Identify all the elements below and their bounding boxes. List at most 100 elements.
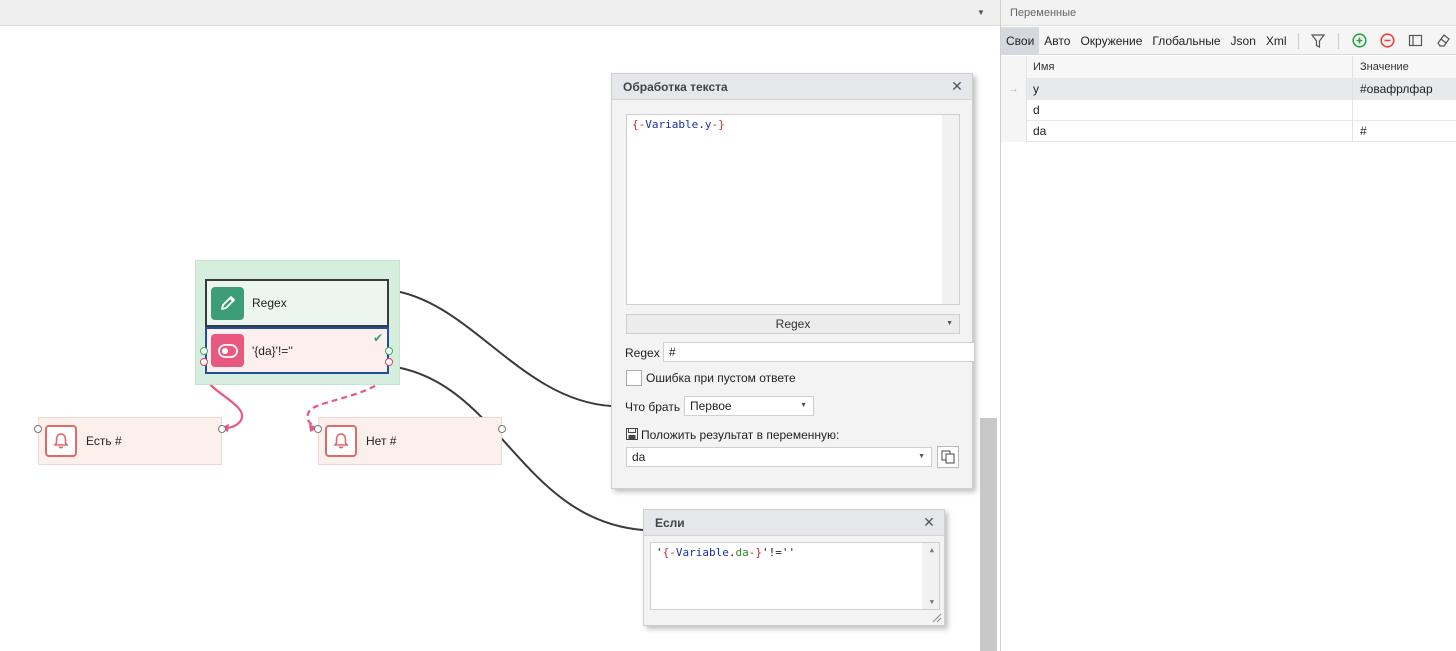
resize-grip-icon[interactable] xyxy=(930,611,942,623)
table-row[interactable]: → y #овафрлфар xyxy=(1001,79,1456,100)
notify-yes-node[interactable]: Есть # xyxy=(38,417,222,465)
editor-line: {-Variable.y-} xyxy=(627,115,959,134)
dialog-title: Обработка текста xyxy=(623,79,728,94)
condition-editor[interactable]: '{-Variable.da-}'!='' ▲ ▼ xyxy=(650,542,940,610)
editor-scrollbar[interactable] xyxy=(942,115,959,304)
variables-tabbar: Свои Авто Окружение Глобальные Json Xml xyxy=(1001,26,1456,55)
dialog-title: Если xyxy=(655,515,685,530)
toolbar-divider xyxy=(1297,32,1299,49)
if-condition-dialog: Если ✕ '{-Variable.da-}'!='' ▲ ▼ xyxy=(643,509,945,626)
canvas-scrollbar-thumb[interactable] xyxy=(980,418,997,651)
code-token: -} xyxy=(748,546,762,559)
notify-yes-output-port[interactable] xyxy=(218,425,226,433)
code-token: Variable xyxy=(675,546,729,559)
bell-icon xyxy=(325,425,357,457)
variable-value-cell[interactable]: # xyxy=(1360,124,1367,138)
chevron-up-icon[interactable]: ▲ xyxy=(929,546,934,554)
table-row[interactable]: d xyxy=(1001,100,1456,121)
variables-table: Имя Значение → y #овафрлфар d da # xyxy=(1001,56,1456,142)
error-port[interactable] xyxy=(200,358,208,366)
notify-yes-input-port[interactable] xyxy=(34,425,42,433)
row-indicator xyxy=(1001,100,1027,121)
code-token: . xyxy=(698,118,705,131)
text-input-editor[interactable]: {-Variable.y-} xyxy=(626,114,960,305)
add-variable-icon[interactable] xyxy=(1350,32,1368,50)
tab-json[interactable]: Json xyxy=(1230,33,1256,48)
if-action-node[interactable]: '{da}'!='' ✔ xyxy=(205,327,389,374)
code-token: -} xyxy=(711,118,725,131)
table-row[interactable]: da # xyxy=(1001,121,1456,142)
processing-mode-value: Regex xyxy=(775,317,811,331)
save-icon xyxy=(626,428,638,440)
variable-value-cell[interactable] xyxy=(1353,100,1456,121)
check-icon: ✔ xyxy=(372,331,383,345)
code-token: Variable xyxy=(645,118,699,131)
input-port[interactable] xyxy=(200,347,208,355)
tab-xml[interactable]: Xml xyxy=(1265,33,1287,48)
tab-global[interactable]: Глобальные xyxy=(1152,33,1221,48)
eraser-icon[interactable] xyxy=(1434,32,1452,50)
table-header-row: Имя Значение xyxy=(1001,56,1456,79)
variable-name-cell[interactable]: y xyxy=(1027,79,1353,100)
take-select[interactable]: Первое ▼ xyxy=(684,396,814,416)
variable-name-cell[interactable]: d xyxy=(1027,100,1353,121)
copy-icon xyxy=(941,450,955,464)
row-indicator-header xyxy=(1001,56,1027,79)
code-token: y xyxy=(704,118,712,131)
take-select-value: Первое xyxy=(690,399,732,413)
arrow-right-icon: → xyxy=(1001,79,1027,100)
text-processing-dialog: Обработка текста ✕ {-Variable.y-} Regex … xyxy=(611,73,975,489)
result-variable-value: da xyxy=(632,450,646,464)
tab-own[interactable]: Свои xyxy=(1001,26,1040,55)
bell-icon xyxy=(45,425,77,457)
notify-no-input-port[interactable] xyxy=(314,425,322,433)
chevron-down-icon[interactable]: ▼ xyxy=(977,8,985,17)
canvas-toolbar xyxy=(0,0,1000,26)
code-token: da xyxy=(735,546,749,559)
regex-action-node[interactable]: Regex xyxy=(205,279,389,327)
remove-variable-icon[interactable] xyxy=(1378,32,1396,50)
take-label: Что брать xyxy=(625,400,681,414)
tab-auto[interactable]: Авто xyxy=(1044,33,1071,48)
notify-no-label: Нет # xyxy=(366,434,397,448)
notify-no-output-port[interactable] xyxy=(498,425,506,433)
pencil-icon xyxy=(211,286,244,320)
code-token: {- xyxy=(662,546,676,559)
code-token: {- xyxy=(632,118,646,131)
regex-label: Regex xyxy=(625,346,660,360)
close-icon[interactable]: ✕ xyxy=(923,514,935,530)
edit-variable-icon[interactable] xyxy=(1406,32,1424,50)
code-token: . xyxy=(728,546,736,559)
column-header-name[interactable]: Имя xyxy=(1027,56,1353,79)
toggle-icon xyxy=(211,334,244,367)
regex-input[interactable]: # xyxy=(663,342,975,362)
close-icon[interactable]: ✕ xyxy=(951,78,963,94)
chevron-down-icon: ▼ xyxy=(800,402,807,409)
variable-name-cell[interactable]: da xyxy=(1027,121,1353,142)
dialog-title-bar[interactable]: Если ✕ xyxy=(644,510,944,536)
filter-icon[interactable] xyxy=(1310,32,1328,50)
notify-yes-label: Есть # xyxy=(86,434,122,448)
column-header-value[interactable]: Значение xyxy=(1360,61,1409,73)
toolbar-divider xyxy=(1338,32,1340,49)
editor-line: '{-Variable.da-}'!='' xyxy=(651,543,939,562)
result-variable-select[interactable]: da ▼ xyxy=(626,447,932,467)
success-port[interactable] xyxy=(385,347,393,355)
failure-port[interactable] xyxy=(385,358,393,366)
copy-variable-button[interactable] xyxy=(937,446,959,468)
chevron-down-icon[interactable]: ▼ xyxy=(929,598,934,606)
if-node-label: '{da}'!='' xyxy=(252,343,293,358)
variable-value-cell[interactable]: #овафрлфар xyxy=(1353,79,1456,100)
chevron-down-icon: ▼ xyxy=(918,453,925,460)
editor-scrollbar[interactable] xyxy=(922,543,939,609)
empty-error-checkbox[interactable] xyxy=(626,370,642,386)
chevron-down-icon: ▼ xyxy=(946,320,953,327)
processing-mode-select[interactable]: Regex ▼ xyxy=(626,314,960,334)
link-regex-to-text-dialog xyxy=(388,289,612,407)
notify-no-node[interactable]: Нет # xyxy=(318,417,502,465)
variables-panel-title: Переменные xyxy=(1001,0,1456,26)
code-token: ' xyxy=(656,546,663,559)
row-indicator xyxy=(1001,121,1027,142)
dialog-title-bar[interactable]: Обработка текста ✕ xyxy=(612,74,972,100)
tab-environment[interactable]: Окружение xyxy=(1080,33,1143,48)
